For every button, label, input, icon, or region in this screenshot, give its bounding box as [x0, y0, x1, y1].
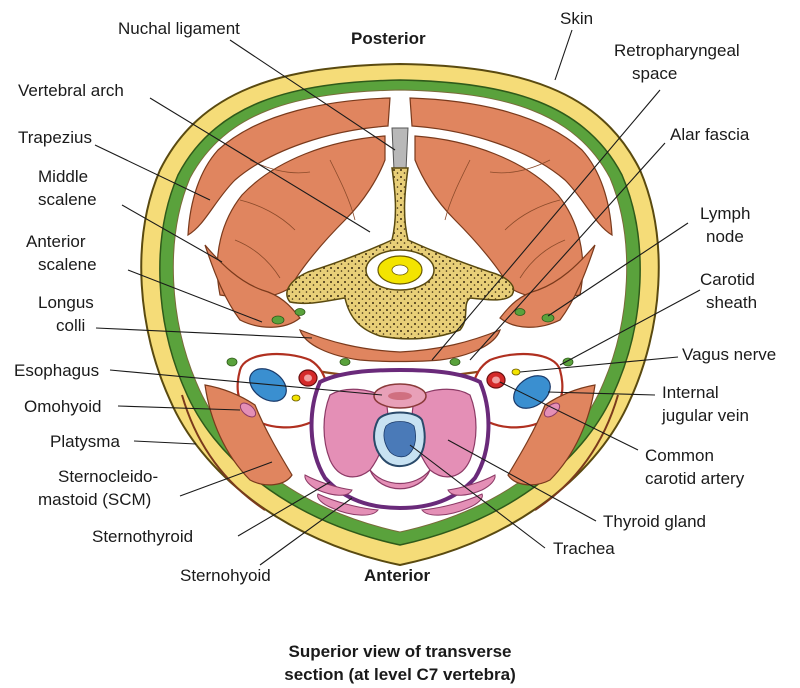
label-scm-2: mastoid (SCM): [38, 490, 151, 509]
label-common-carotid-1: Common: [645, 446, 714, 465]
caption-line-1: Superior view of transverse: [289, 642, 512, 661]
anterior-label: Anterior: [364, 566, 431, 585]
label-retropharyngeal-1: Retropharyngeal: [614, 41, 740, 60]
anatomy: [141, 64, 658, 565]
label-platysma: Platysma: [50, 432, 120, 451]
label-omohyoid: Omohyoid: [24, 397, 101, 416]
label-sternothyroid: Sternothyroid: [92, 527, 193, 546]
label-trapezius: Trapezius: [18, 128, 92, 147]
label-carotid-sheath-1: Carotid: [700, 270, 755, 289]
posterior-label: Posterior: [351, 29, 426, 48]
label-vagus-nerve: Vagus nerve: [682, 345, 776, 364]
label-carotid-sheath-2: sheath: [706, 293, 757, 312]
caption-line-2: section (at level C7 vertebra): [284, 665, 515, 684]
label-nuchal-ligament: Nuchal ligament: [118, 19, 240, 38]
label-internal-jugular-2: jugular vein: [661, 406, 749, 425]
label-retropharyngeal-2: space: [632, 64, 677, 83]
label-lymph-node-2: node: [706, 227, 744, 246]
label-vertebral-arch: Vertebral arch: [18, 81, 124, 100]
label-longus-colli-2: colli: [56, 316, 85, 335]
label-lymph-node-1: Lymph: [700, 204, 750, 223]
vagus-nerve-left: [292, 395, 300, 401]
label-trachea: Trachea: [553, 539, 615, 558]
label-esophagus: Esophagus: [14, 361, 99, 380]
label-anterior-scalene-2: scalene: [38, 255, 97, 274]
label-middle-scalene-2: scalene: [38, 190, 97, 209]
label-internal-jugular-1: Internal: [662, 383, 719, 402]
label-skin: Skin: [560, 9, 593, 28]
vagus-nerve-right: [512, 369, 520, 375]
label-scm-1: Sternocleido-: [58, 467, 158, 486]
label-alar-fascia: Alar fascia: [670, 125, 750, 144]
label-middle-scalene-1: Middle: [38, 167, 88, 186]
label-sternohyoid: Sternohyoid: [180, 566, 271, 585]
spinal-cord-grey: [392, 265, 408, 275]
label-anterior-scalene-1: Anterior: [26, 232, 86, 251]
label-longus-colli-1: Longus: [38, 293, 94, 312]
label-thyroid-gland: Thyroid gland: [603, 512, 706, 531]
label-common-carotid-2: carotid artery: [645, 469, 745, 488]
